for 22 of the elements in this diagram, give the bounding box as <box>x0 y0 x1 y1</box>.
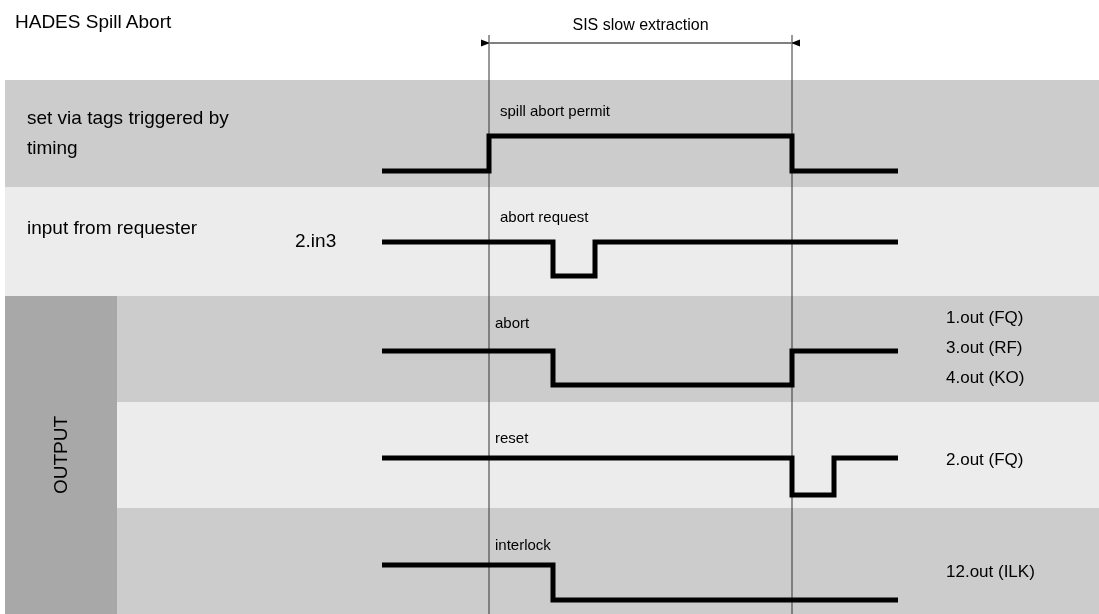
row-band <box>5 296 117 614</box>
diagram-title: HADES Spill Abort <box>15 10 172 34</box>
signal-name: abort request <box>500 208 589 226</box>
dimension-label: SIS slow extraction <box>571 15 710 35</box>
row-band <box>5 187 1099 296</box>
pin-label: 2.in3 <box>295 229 337 253</box>
group-label: OUTPUT <box>49 415 72 495</box>
row-band <box>117 402 1099 508</box>
output-label: 1.out (FQ) <box>946 308 1024 328</box>
signal-name: reset <box>495 429 529 447</box>
signal-name: interlock <box>495 536 551 554</box>
signal-name: spill abort permit <box>500 102 611 120</box>
output-label: 12.out (ILK) <box>946 562 1035 582</box>
output-label: 2.out (FQ) <box>946 450 1024 470</box>
output-label: 3.out (RF) <box>946 338 1023 358</box>
row-label: set via tags triggered by timing <box>27 106 230 160</box>
row-label: input from requester <box>27 216 199 240</box>
signal-name: abort <box>495 314 530 332</box>
row-band <box>117 296 1099 402</box>
output-label: 4.out (KO) <box>946 368 1025 388</box>
row-band <box>5 80 1099 187</box>
row-band <box>117 508 1099 614</box>
